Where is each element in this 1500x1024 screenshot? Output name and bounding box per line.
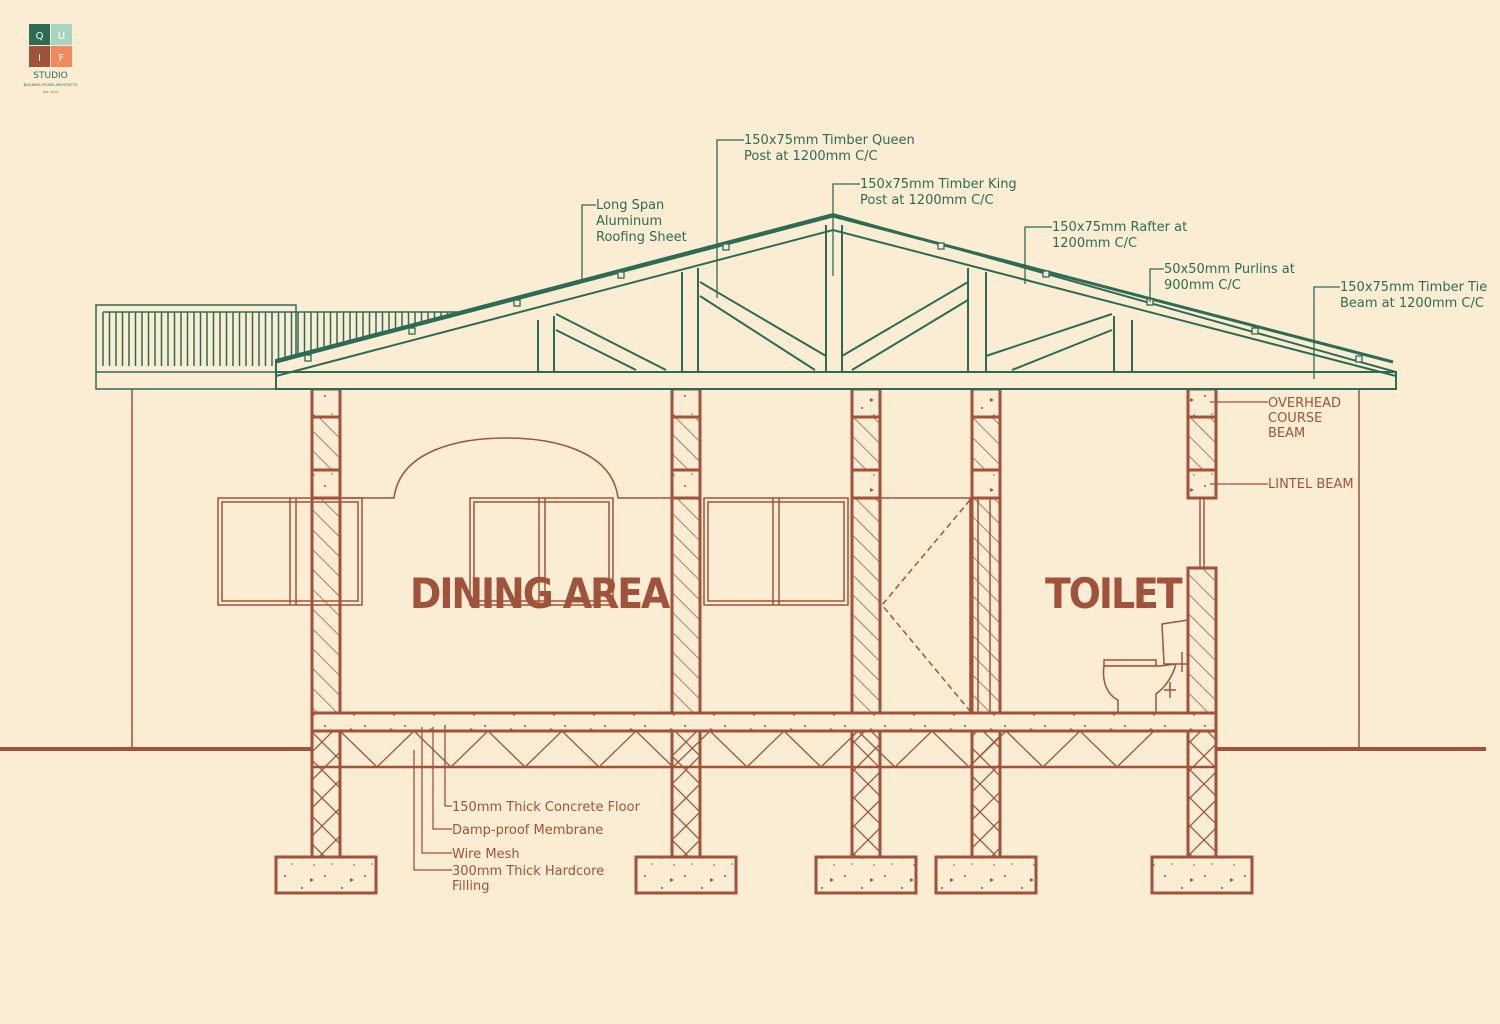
label-purlins: 900mm C/C bbox=[1164, 278, 1241, 293]
label-purlins: 50x50mm Purlins at bbox=[1164, 262, 1295, 277]
blockwork-wall bbox=[850, 496, 882, 715]
foundations bbox=[274, 729, 1254, 895]
blockwork-wall bbox=[310, 415, 342, 472]
main-roof-truss bbox=[275, 212, 1397, 390]
foundation-stump bbox=[1186, 729, 1218, 859]
label-tie-beam: Beam at 1200mm C/C bbox=[1340, 296, 1484, 311]
room-label-toilet: TOILET bbox=[1045, 569, 1183, 618]
overhead-beam bbox=[850, 387, 882, 419]
wall-leaders bbox=[1210, 401, 1268, 485]
lintel-beam bbox=[970, 468, 1002, 500]
logo-letter: Q bbox=[36, 31, 44, 42]
label-concrete-floor: 150mm Thick Concrete Floor bbox=[452, 800, 641, 815]
footing bbox=[814, 855, 918, 895]
outer-wall-lines bbox=[131, 389, 1360, 748]
label-roofing: Long Span bbox=[596, 198, 664, 213]
lintel-beam bbox=[850, 468, 882, 500]
label-dpm: Damp-proof Membrane bbox=[452, 823, 603, 838]
foundation-stump bbox=[670, 729, 702, 859]
purlin bbox=[937, 242, 945, 250]
overhead-beam bbox=[670, 387, 702, 419]
footing bbox=[1150, 855, 1254, 895]
floor-slab bbox=[310, 711, 1218, 769]
purlin bbox=[408, 327, 416, 335]
foundation-stump bbox=[850, 729, 882, 859]
footing bbox=[634, 855, 738, 895]
purlin bbox=[1042, 270, 1050, 278]
lintel-beam bbox=[670, 468, 702, 500]
floor-leaders bbox=[413, 727, 452, 871]
label-rafter: 1200mm C/C bbox=[1052, 236, 1137, 251]
logo-est: EST. 2019 bbox=[43, 90, 58, 94]
blockwork-wall bbox=[1186, 566, 1218, 715]
blockwork-wall bbox=[670, 415, 702, 472]
window-middle bbox=[703, 497, 849, 606]
blockwork-wall bbox=[850, 415, 882, 472]
blockwork-wall bbox=[1186, 415, 1218, 472]
foundation-stump bbox=[310, 729, 342, 859]
logo-letter: I bbox=[38, 53, 41, 64]
purlin bbox=[513, 299, 521, 307]
logo-letter: U bbox=[58, 31, 65, 42]
footing bbox=[274, 855, 378, 895]
window-dining bbox=[469, 497, 614, 606]
columns bbox=[310, 387, 1218, 715]
logo-name: STUDIO bbox=[33, 71, 67, 81]
lintel-beam bbox=[310, 468, 342, 500]
toilet-fixture bbox=[1102, 619, 1189, 714]
logo-tagline: BUILDING YOUNG ARCHITECTS bbox=[24, 83, 79, 87]
roof-annotations bbox=[581, 139, 1340, 379]
blockwork-wall bbox=[670, 496, 702, 715]
label-tie-beam: 150x75mm Timber Tie bbox=[1340, 280, 1487, 295]
blockwork-wall bbox=[310, 496, 342, 715]
blockwork-wall bbox=[970, 415, 1002, 472]
label-queen-post: 150x75mm Timber Queen bbox=[744, 133, 915, 148]
label-roofing: Aluminum bbox=[596, 214, 662, 229]
purlin bbox=[722, 243, 730, 251]
label-queen-post: Post at 1200mm C/C bbox=[744, 149, 878, 164]
overhead-beam bbox=[970, 387, 1002, 419]
label-wire-mesh: Wire Mesh bbox=[452, 847, 520, 862]
label-king-post: Post at 1200mm C/C bbox=[860, 193, 994, 208]
purlin bbox=[617, 271, 625, 279]
purlin bbox=[1355, 355, 1363, 363]
studio-logo: Q U I F STUDIO BUILDING YOUNG ARCHITECTS… bbox=[24, 24, 79, 94]
arch-opening bbox=[340, 437, 672, 499]
purlin bbox=[1251, 327, 1259, 335]
label-king-post: 150x75mm Timber King bbox=[860, 177, 1017, 192]
footing bbox=[934, 855, 1038, 895]
room-label-dining: DINING AREA bbox=[410, 569, 671, 618]
blockwork-wall bbox=[970, 496, 1002, 715]
purlin bbox=[304, 354, 312, 362]
label-lintel-beam: LINTEL BEAM bbox=[1268, 477, 1354, 492]
label-roofing: Roofing Sheet bbox=[596, 230, 687, 245]
foundation-stump bbox=[970, 729, 1002, 859]
overhead-beam bbox=[1186, 387, 1218, 419]
logo-letter: F bbox=[59, 53, 65, 64]
overhead-beam bbox=[310, 387, 342, 419]
label-rafter: 150x75mm Rafter at bbox=[1052, 220, 1187, 235]
